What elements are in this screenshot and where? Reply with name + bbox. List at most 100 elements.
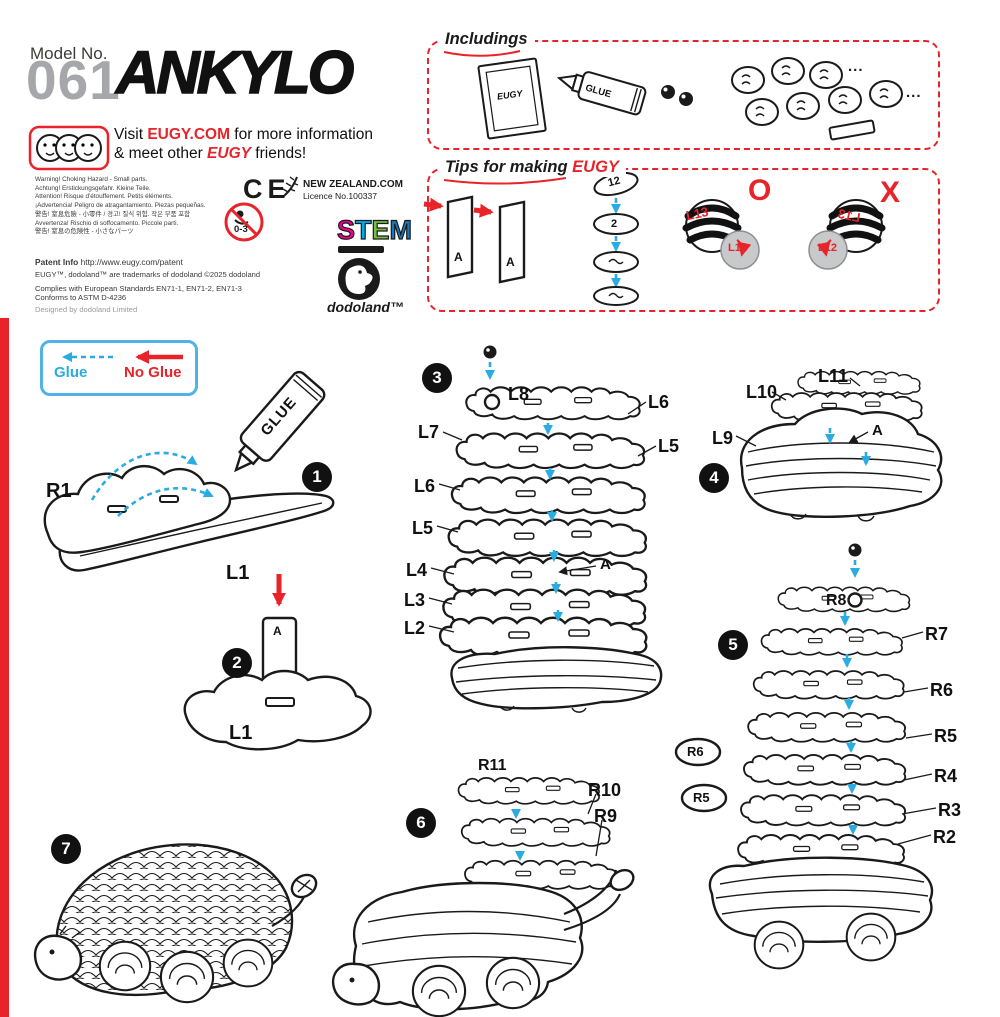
patent-url: http://www.eugy.com/patent [80,257,183,267]
legend-no-glue-label: No Glue [124,364,182,381]
tips-label: Tips for making EUGY [438,158,626,177]
part-label-l6: L6 [414,476,436,496]
includings-box [427,40,940,150]
page-title: ANKYLO [115,38,355,107]
part-label-l1: L1 [229,722,253,744]
patent-label: Patent Info [35,257,79,267]
part-label-a: A [273,624,282,638]
visit-post2: friends! [250,144,307,162]
part-label-r1: R1 [46,480,72,502]
board-letter-a: A [506,255,515,269]
patent-info: Patent Info http://www.eugy.com/patent [35,257,183,267]
part-label-l8: L8 [508,384,530,404]
step2-illustration [183,574,372,751]
glue-legend-box [40,340,198,396]
loose-disc-label-r5: R5 [693,790,710,805]
mascot-faces-icon [28,125,110,171]
step-5-badge: 5 [718,630,748,660]
eugy-brand: EUGY [572,158,619,176]
part-label-l2: L2 [404,618,426,638]
tips-label-text: Tips for making [445,158,568,176]
part-label-r10: R10 [588,780,622,800]
disc-number: 2 [611,218,618,230]
step6-illustration [331,777,635,1017]
step-4-badge: 4 [699,463,729,493]
part-label-l7: L7 [418,422,440,442]
stem-letter: S [336,214,356,245]
more-discs-ellipsis: ... [848,58,864,75]
more-discs-ellipsis: ... [906,84,922,101]
part-label-l5: L5 [412,518,434,538]
step-3-badge: 3 [422,363,452,393]
part-label-r8: R8 [826,592,847,609]
ce-mark: CE [243,174,291,204]
visit-pre: Visit [114,126,148,143]
glue-tube-text: GLUE [257,393,301,440]
model-no-label: Model No. [30,44,108,63]
part-label-l4: L4 [406,560,428,580]
part-label-l10: L10 [746,382,778,402]
visit-pre2: & meet other [114,144,208,162]
correct-inner-label: L12 [728,242,747,254]
step5-illustration [674,543,937,970]
stem-letter: M [389,214,413,245]
part-label-l9: L9 [712,428,734,448]
stem-tagline-bar [338,246,384,253]
trademark-line: EUGY™, dodoland™ are trademarks of dodol… [35,270,261,279]
dodoland-wordmark: dodoland™ [327,299,404,315]
step-6-badge: 6 [406,808,436,838]
left-accent-bar [0,318,9,1017]
warning-line: Avvertenza! Rischio di soffocamento. Pic… [35,219,179,227]
part-label-r3: R3 [938,800,962,820]
warning-line: Warning! Choking Hazard - Small parts. [35,176,148,183]
part-label-r9: R9 [594,806,618,826]
designed-by: Designed by dodoland Limited [35,305,138,314]
includings-label: Includings [438,30,535,49]
step-7-badge: 7 [51,834,81,864]
warning-line: ¡Advertencia! Peligro de atragantamiento… [35,202,206,210]
age-range-label: 0-3 [234,224,248,235]
legend-glue-label: Glue [54,364,88,381]
stem-letter: E [371,214,390,245]
part-label-r4: R4 [934,766,958,786]
nz-brand-name: NEW ZEALAND.COM [303,179,403,190]
tips-box [427,168,940,312]
board-letter-a: A [454,250,463,264]
step-2-badge: 2 [222,648,252,678]
visit-line-2: & meet other EUGY friends! [114,145,373,164]
correct-mark: O [748,174,772,207]
wrong-inner-label: L12 [818,242,837,254]
warning-line: 警告! 窒息危險 - 小零件 / 경고! 질식 위험. 작은 부품 포함 [35,210,191,218]
warning-text-block: Warning! Choking Hazard - Small parts. A… [35,176,240,237]
nz-licence: Licence No.100337 [303,191,378,201]
part-label-l1: L1 [226,562,250,584]
warning-line: Attention! Risque d'étouffement. Petits … [35,193,173,201]
part-label-l3: L3 [404,590,426,610]
wrong-mark: X [880,176,901,209]
visit-info: Visit EUGY.COM for more information & me… [114,126,373,163]
part-label-r11: R11 [478,757,507,774]
part-label-r5: R5 [934,726,958,746]
part-label-a: A [600,556,611,573]
part-label-l5-right: L5 [658,436,680,456]
part-label-a: A [872,422,883,439]
eugy-brand: EUGY [207,144,251,162]
warning-line: Achtung! Erstickungsgefahr. Kleine Teile… [35,184,151,192]
step3-illustration [428,345,663,713]
part-label-r7: R7 [925,624,949,644]
step7-illustration [33,843,318,1004]
part-label-r6: R6 [930,680,954,700]
warning-line: 警告! 窒息の危険性 - 小さなパーツ [35,228,134,236]
stem-logo: STEM [336,214,413,246]
eugy-com-link: EUGY.COM [147,126,230,143]
standards-line-1: Complies with European Standards EN71-1,… [35,284,242,293]
part-label-l11: L11 [818,366,849,386]
part-label-r2: R2 [933,827,957,847]
dodoland-logo [338,258,380,300]
model-number: 061 [26,49,121,111]
part-label-l6-right: L6 [648,392,670,412]
visit-post: for more information [230,126,373,143]
step-1-badge: 1 [302,462,332,492]
loose-disc-label-r6: R6 [687,744,704,759]
